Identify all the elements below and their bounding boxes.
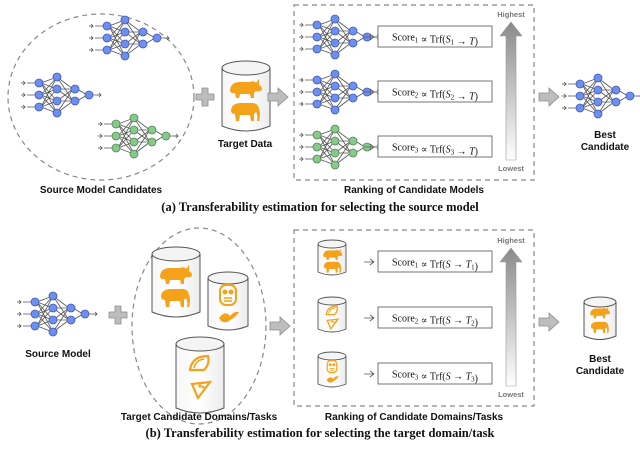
- score-formula: Score1 ∝ Trf(S → T1): [392, 258, 478, 273]
- plus-icon: [108, 305, 128, 325]
- arrow-icon: [267, 87, 289, 107]
- score-box: Score1 ∝ Trf(S1 → T): [364, 25, 493, 48]
- target-candidates-ring: [131, 227, 267, 425]
- score-box: Score3 ∝ Trf(S → T3): [364, 362, 493, 385]
- highest-label: Highest: [497, 236, 525, 245]
- neural-network-icon: [561, 73, 640, 119]
- ranking-label: Ranking of Candidate Domains/Tasks: [325, 412, 504, 423]
- page-edge: [0, 448, 640, 451]
- target-cylinder: [207, 271, 249, 331]
- neural-network-icon: [88, 15, 170, 61]
- rank-arrow: [499, 247, 523, 387]
- source-candidates-label: Source Model Candidates: [40, 185, 163, 196]
- lowest-label: Lowest: [498, 390, 524, 399]
- score-formula: Score3 ∝ Trf(S → T3): [392, 370, 478, 385]
- caption-b: (b) Transferability estimation for selec…: [146, 426, 495, 440]
- candidate-cylinder: [317, 296, 347, 333]
- target-data-cylinder: [221, 60, 271, 132]
- lowest-label: Lowest: [498, 164, 524, 173]
- candidate-cylinder: [317, 351, 347, 388]
- ranking-box: [293, 229, 535, 407]
- neural-network-icon: [16, 291, 98, 337]
- score-formula: Score3 ∝ Trf(S3 → T): [392, 143, 478, 158]
- caption-a: (a) Transferability estimation for selec…: [161, 200, 479, 214]
- highest-label: Highest: [497, 10, 525, 19]
- plus-icon: [195, 87, 215, 107]
- source-candidates-ring: [7, 13, 195, 181]
- score-box: Score2 ∝ Trf(S → T2): [364, 306, 493, 329]
- score-list: Score1 ∝ Trf(S1 → T) Score2 ∝ Trf(S2 → T)…: [364, 25, 493, 158]
- source-model-label: Source Model: [25, 349, 91, 360]
- score-formula: Score2 ∝ Trf(S → T2): [392, 314, 478, 329]
- score-formula: Score1 ∝ Trf(S1 → T): [392, 33, 478, 48]
- best-candidate-cylinder: [583, 296, 617, 340]
- arrow-icon: [538, 312, 560, 332]
- target-cylinder: [175, 336, 225, 414]
- best-candidate-line2: Candidate: [581, 142, 630, 153]
- best-candidate-line2: Candidate: [576, 366, 625, 377]
- ranking-label: Ranking of Candidate Models: [344, 185, 484, 196]
- panel-a: Target Data Score1 ∝ Trf(S1 → T) Score2 ∝…: [7, 4, 640, 214]
- score-box: Score1 ∝ Trf(S → T1): [364, 250, 493, 273]
- best-candidate-line1: Best: [594, 130, 616, 141]
- rank-arrow: [499, 21, 523, 161]
- arrow-icon: [269, 316, 291, 336]
- neural-network-icon: [97, 113, 179, 159]
- target-candidates-label: Target Candidate Domains/Tasks: [121, 412, 278, 423]
- score-list: Score1 ∝ Trf(S → T1) Score2 ∝ Trf(S → T2)…: [364, 250, 493, 385]
- ranking-box: [293, 4, 535, 181]
- panel-b: Source Model: [16, 227, 625, 440]
- candidate-cylinder: [317, 239, 347, 276]
- neural-network-icon: [20, 72, 102, 118]
- arrow-icon: [538, 87, 560, 107]
- score-formula: Score2 ∝ Trf(S2 → T): [392, 88, 478, 103]
- score-box: Score2 ∝ Trf(S2 → T): [364, 80, 493, 103]
- best-candidate-line1: Best: [589, 354, 611, 365]
- target-data-label: Target Data: [218, 139, 273, 150]
- target-cylinder: [151, 246, 201, 318]
- score-box: Score3 ∝ Trf(S3 → T): [364, 135, 493, 158]
